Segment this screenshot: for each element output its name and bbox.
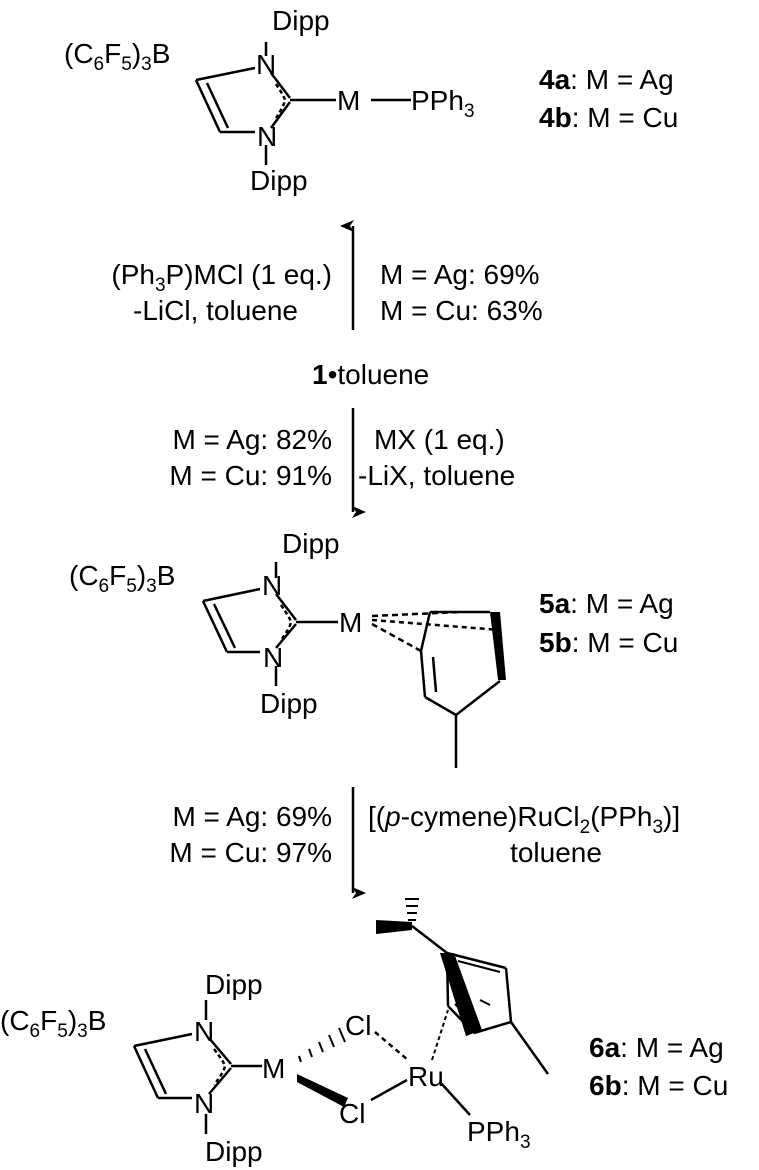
metal-5: M [339, 607, 362, 638]
yield-up-1: M = Ag: 69% [380, 259, 540, 290]
yield-down1-1: M = Ag: 82% [172, 424, 332, 455]
ru-6: Ru [408, 1061, 444, 1092]
structure-4-text: (C6F5)3B N N Dipp Dipp M PPh3 4a: M = Ag… [64, 5, 678, 196]
label-6b: 6b: M = Cu [589, 1070, 728, 1101]
dipp-top-5: Dipp [282, 528, 340, 559]
structure-5-text: (C6F5)3B N N Dipp Dipp M 5a: M = Ag 5b: … [69, 528, 678, 719]
reagent-down1-2: -LiX, toluene [358, 460, 515, 491]
borane-4: (C6F5)3B [64, 38, 170, 75]
metal-6: M [262, 1053, 285, 1084]
n-top-5: N [262, 570, 282, 601]
structure-4 [194, 42, 411, 165]
reagent-up-2: -LiCl, toluene [133, 295, 298, 326]
arrow-up-text: (Ph3P)MCl (1 eq.) -LiCl, toluene M = Ag:… [111, 259, 542, 326]
reagent-up-1: (Ph3P)MCl (1 eq.) [111, 259, 332, 296]
pph3-4: PPh3 [411, 85, 475, 122]
label-5a: 5a: M = Ag [539, 588, 674, 619]
reagent-down2-1: [(p-cymene)RuCl2(PPh3)] [368, 801, 680, 838]
yield-down1-2: M = Cu: 91% [169, 460, 332, 491]
n-bottom-6: N [194, 1088, 214, 1119]
structure-5 [201, 562, 506, 768]
n-bottom-4: N [257, 121, 277, 152]
dipp-top-6: Dipp [205, 969, 263, 1000]
wedge-m-cl [297, 1074, 348, 1107]
dipp-bottom-6: Dipp [205, 1136, 263, 1167]
structure-6 [132, 898, 550, 1134]
pph3-6: PPh3 [467, 1116, 531, 1153]
arrow-down-2-text: M = Ag: 69% M = Cu: 97% [(p-cymene)RuCl2… [169, 801, 680, 868]
arrow-down-1-text: M = Ag: 82% M = Cu: 91% MX (1 eq.) -LiX,… [169, 424, 515, 491]
yield-down2-2: M = Cu: 97% [169, 837, 332, 868]
label-6a: 6a: M = Ag [589, 1032, 724, 1063]
label-5b: 5b: M = Cu [539, 627, 678, 658]
n-top-6: N [194, 1016, 214, 1047]
borane-6: (C6F5)3B [0, 1005, 106, 1042]
yield-down2-1: M = Ag: 69% [172, 801, 332, 832]
n-bottom-5: N [263, 642, 283, 673]
yield-up-2: M = Cu: 63% [380, 295, 543, 326]
label-4a: 4a: M = Ag [539, 64, 674, 95]
dipp-top-4: Dipp [272, 5, 330, 36]
metal-4: M [337, 85, 360, 116]
n-top-4: N [256, 49, 276, 80]
start-material: 1•toluene [312, 359, 429, 390]
label-4b: 4b: M = Cu [539, 102, 678, 133]
reagent-down1-1: MX (1 eq.) [374, 424, 505, 455]
dipp-bottom-5: Dipp [260, 688, 318, 719]
cl-top-6: Cl [345, 1010, 371, 1041]
dipp-bottom-4: Dipp [250, 165, 308, 196]
reagent-down2-2: toluene [510, 837, 602, 868]
structure-6-text: (C6F5)3B N N Dipp Dipp M Cl Cl Ru PPh3 6… [0, 969, 728, 1167]
cl-bottom-6: Cl [339, 1098, 365, 1129]
borane-5: (C6F5)3B [69, 560, 175, 597]
